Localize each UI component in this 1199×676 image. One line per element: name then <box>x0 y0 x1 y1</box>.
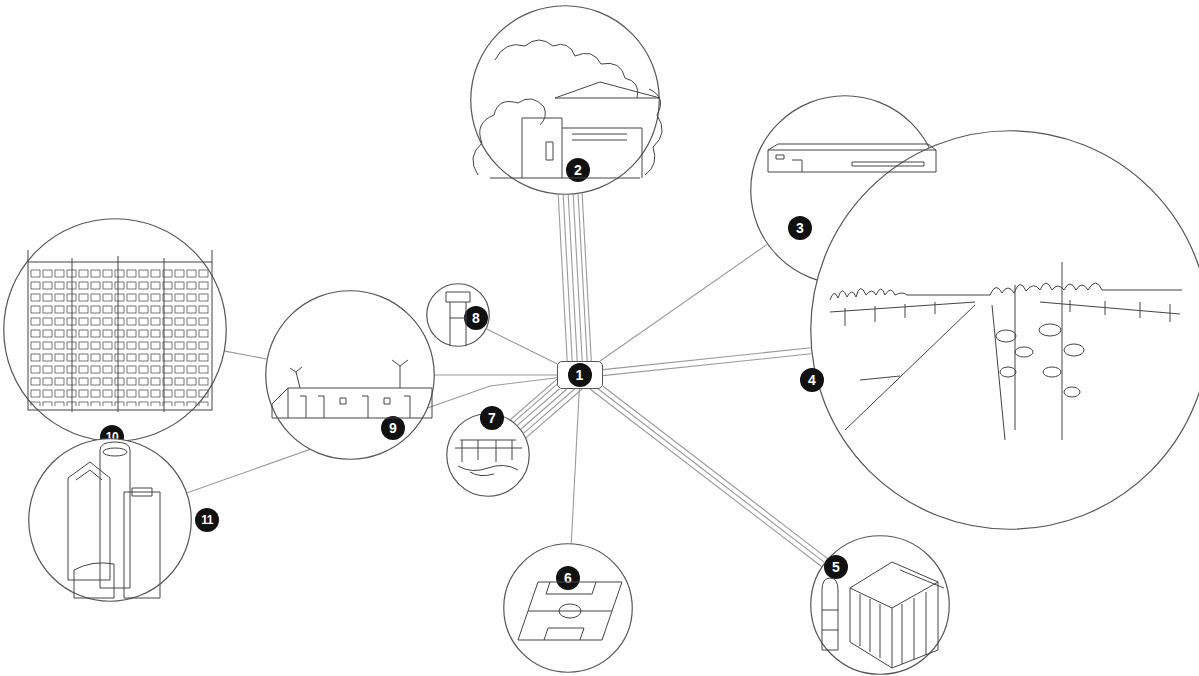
connector-line <box>571 389 579 543</box>
circle-outline <box>503 543 633 673</box>
circle-outline <box>470 5 660 195</box>
circle-outline <box>265 290 435 460</box>
callout-number: 8 <box>464 306 488 330</box>
circle-outline <box>3 218 227 442</box>
circle-outline <box>4 219 227 442</box>
circle-outline <box>471 6 660 195</box>
scene-circle: 9 <box>265 290 435 460</box>
circle-outline <box>811 131 1199 530</box>
circle-outline <box>811 536 950 675</box>
connector-line <box>225 351 267 359</box>
callout-number: 5 <box>824 555 848 579</box>
connector-line <box>603 348 811 376</box>
scene-circle: 7 <box>446 413 530 497</box>
connector-line <box>487 329 557 364</box>
warehouse-sketch <box>768 144 936 172</box>
towers-sketch <box>68 442 160 598</box>
tower-sketch <box>446 292 470 346</box>
connector-line <box>600 244 767 361</box>
scene-circle: 5 <box>810 535 950 675</box>
circle-outline <box>28 438 192 602</box>
hub-box: 1 <box>557 361 603 389</box>
scene-circle: 4 <box>810 130 1199 530</box>
circle-outline <box>504 544 633 673</box>
callout-number: 11 <box>195 508 219 532</box>
house-sketch <box>473 40 662 178</box>
scene-circle: 2 <box>470 5 660 195</box>
connector-line <box>558 193 591 361</box>
callout-number: 3 <box>788 216 812 240</box>
connector-line <box>435 374 557 375</box>
barrack-sketch <box>272 360 432 418</box>
apartment-sketch <box>28 250 212 412</box>
circle-outline <box>427 284 490 347</box>
terrace-sketch <box>455 440 522 476</box>
pitch-sketch <box>518 582 622 640</box>
callout-number: 6 <box>556 566 580 590</box>
scene-circle: 6 <box>503 543 633 673</box>
circle-outline <box>810 130 1199 530</box>
callout-number: 1 <box>568 363 592 387</box>
scene-circle: 10 <box>3 218 227 442</box>
circle-outline <box>29 439 192 602</box>
shed-sketch <box>822 562 944 668</box>
scene-circle: 8 <box>426 283 490 347</box>
scene-circle: 11 <box>28 438 192 602</box>
circle-outline <box>266 291 435 460</box>
field-sketch <box>830 262 1182 440</box>
callout-number: 4 <box>800 368 824 392</box>
connector-line <box>590 386 828 566</box>
callout-number: 9 <box>381 416 405 440</box>
callout-number: 7 <box>480 406 504 430</box>
callout-number: 2 <box>566 158 590 182</box>
